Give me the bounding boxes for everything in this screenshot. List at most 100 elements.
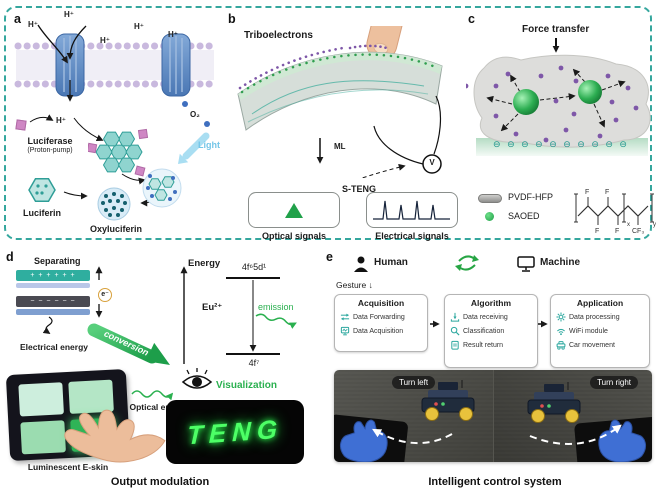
- optical-energy-label: Optical energy: [129, 402, 189, 412]
- box-title: Application: [576, 298, 624, 308]
- f-atom-label: F: [605, 189, 609, 196]
- wire: [433, 95, 442, 155]
- separating-label: Separating: [34, 256, 81, 266]
- composite-matrix-illustration: [466, 54, 651, 156]
- teng-glow-photo: TENG: [166, 400, 304, 464]
- pvdf-capsule-icon: [478, 194, 502, 203]
- car-icon: [556, 341, 566, 350]
- down-arrow-icon: ↓: [368, 280, 373, 290]
- bottom-electrode-layer: − − − − − −: [16, 296, 90, 307]
- flow-arrow-icon: [430, 320, 440, 328]
- oxyluciferin-icon: [97, 187, 131, 221]
- human-label: Human: [374, 257, 408, 268]
- turn-left-badge: Turn left: [392, 376, 436, 389]
- flow-item: WiFi module: [551, 324, 649, 338]
- h-plus-label: H⁺: [100, 36, 110, 45]
- flow-item-label: Car movement: [569, 341, 615, 349]
- ground-level-label: 4f⁷: [248, 358, 260, 368]
- conversion-arrow: conversion: [87, 323, 170, 365]
- electrical-signal-box: [366, 192, 458, 228]
- flow-item: Result return: [445, 338, 537, 352]
- luciferase-complex-icon: [88, 128, 149, 177]
- flow-item-label: Data Forwarding: [353, 313, 405, 321]
- eu-ion-label: Eu²⁺: [202, 302, 223, 313]
- purple-charge-dots: [348, 44, 392, 51]
- subscript-y: y: [653, 222, 656, 228]
- human-icon: [354, 256, 368, 272]
- flow-item-label: Data receiving: [463, 313, 508, 321]
- acquisition-box: Acquisition Data Forwarding Data Acquisi…: [334, 294, 428, 352]
- polymer-matrix: [473, 54, 651, 148]
- flow-item-label: Data Acquisition: [353, 327, 404, 335]
- hand-icon: [64, 409, 166, 463]
- monitor-icon: [517, 256, 535, 272]
- classification-icon: [450, 326, 460, 336]
- oxygen-label: O₂: [190, 110, 200, 119]
- eskin-label: Luminescent E-skin: [27, 462, 109, 472]
- luciferin-label: Luciferin: [22, 208, 61, 218]
- luciferase-label: Luciferase: [27, 136, 73, 146]
- proton-channel-icon: [161, 33, 191, 97]
- panel-c-label: c: [468, 12, 475, 26]
- panel-e-label: e: [326, 250, 333, 264]
- steng-device-illustration: [237, 26, 443, 178]
- teng-glow-text: TENG: [186, 413, 284, 450]
- turn-right-badge: Turn right: [590, 376, 638, 389]
- saoed-sphere-icon: [513, 89, 539, 115]
- flow-item: Data processing: [551, 310, 649, 324]
- force-transfer-label: Force transfer: [522, 24, 590, 35]
- luciferin-icon: [28, 177, 56, 203]
- flow-item-label: Result return: [463, 341, 504, 349]
- wifi-icon: [557, 328, 565, 336]
- energy-axis-label: Energy: [188, 258, 221, 269]
- purple-charge-dots: [238, 46, 345, 90]
- oxyluciferin-label: Oxyluciferin: [89, 224, 143, 234]
- substrate-layer: [16, 309, 90, 315]
- flow-item: Data Forwarding: [335, 310, 427, 324]
- electrical-squiggle-arrow: [42, 316, 53, 334]
- triboelectron-dots: [466, 65, 639, 143]
- saoed-label: SAOED: [508, 211, 540, 221]
- flow-item: Data receiving: [445, 310, 537, 324]
- cell-membrane-illustration: [14, 24, 218, 102]
- box-title: Acquisition: [357, 298, 405, 308]
- force-arrow-icon: [552, 38, 560, 53]
- panel-b-label: b: [228, 12, 236, 26]
- data-forwarding-icon: [340, 313, 350, 321]
- circuit-trace: [247, 89, 429, 123]
- top-electrode-layer: + + + + + +: [16, 270, 90, 281]
- flow-arrow-icon: [538, 320, 548, 328]
- panel-e-caption: Intelligent control system: [428, 476, 562, 488]
- data-receiving-icon: [450, 312, 460, 322]
- robot-car: [527, 382, 580, 423]
- exchange-arrows-icon: [455, 255, 479, 271]
- voltmeter-label: V: [429, 158, 435, 167]
- emission-wave-arrow: [255, 313, 297, 329]
- box-title: Algorithm: [470, 298, 512, 308]
- cf3-group-label: CF₃: [632, 228, 644, 234]
- separation-arrows: [95, 266, 103, 318]
- h-plus-label: H⁺: [64, 10, 74, 19]
- car-demo-photos: Turn left Turn right: [334, 370, 652, 462]
- excited-complex-icon: [142, 168, 182, 208]
- oxygen-dot-icon: [182, 101, 188, 107]
- device-top-layer: [238, 52, 442, 100]
- light-label: Light: [198, 140, 220, 150]
- h-plus-label: H⁺: [168, 30, 178, 39]
- luciferase-sublabel: (Proton-pump): [27, 147, 73, 154]
- dielectric-layer: [16, 283, 90, 288]
- eye-icon: [181, 368, 213, 389]
- electrical-energy-label: Electrical energy: [19, 342, 89, 352]
- data-acquisition-icon: [340, 326, 350, 336]
- h-plus-label: H⁺: [28, 20, 38, 29]
- flow-item: Classification: [445, 324, 537, 338]
- flow-item-label: WiFi module: [569, 327, 608, 335]
- pvdf-label: PVDF-HFP: [508, 192, 553, 202]
- electrical-signals-label: Electrical signals: [375, 231, 449, 241]
- steng-label: S-TENG: [342, 184, 377, 194]
- proton-flow-arrow: [66, 25, 87, 60]
- green-triangle-icon: [285, 202, 303, 218]
- algorithm-box: Algorithm Data receiving Classification …: [444, 294, 538, 368]
- panel-a-label: a: [14, 12, 21, 26]
- robot-car: [421, 380, 475, 421]
